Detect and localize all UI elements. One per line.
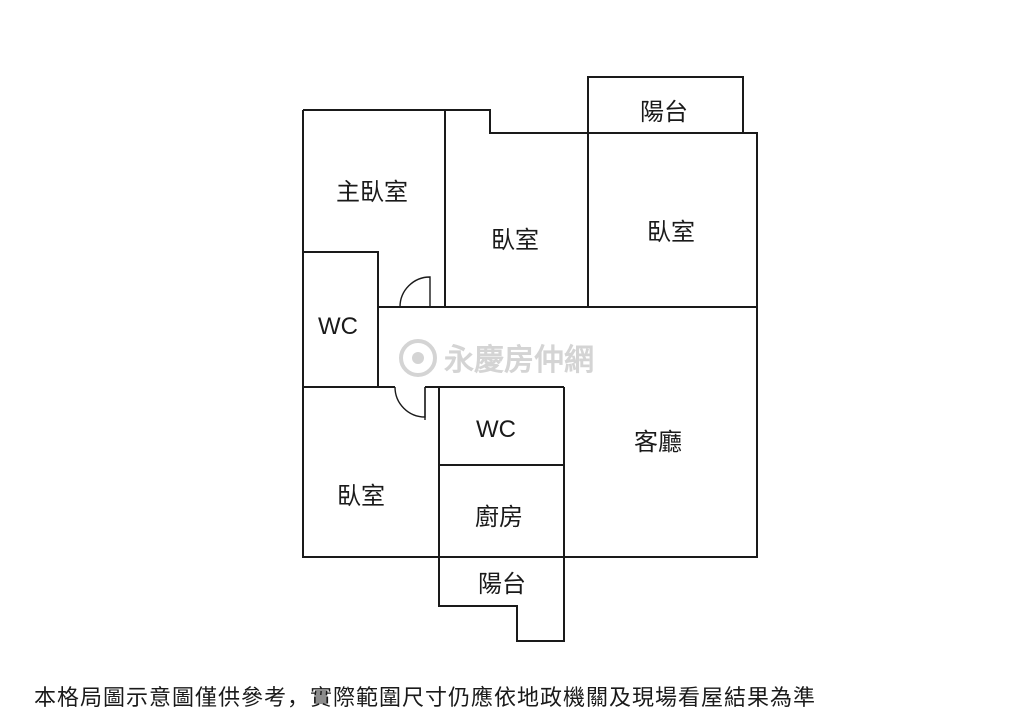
door-master — [399, 276, 431, 308]
label-balcony-top: 陽台 — [640, 98, 688, 126]
watermark-logo-dot — [412, 352, 424, 364]
label-wc-upper: WC — [318, 313, 358, 340]
label-bedroom-center: 臥室 — [491, 226, 539, 254]
watermark-logo-icon — [399, 339, 437, 377]
label-kitchen: 廚房 — [475, 503, 523, 531]
label-balcony-bottom: 陽台 — [478, 570, 526, 598]
label-master-bedroom: 主臥室 — [336, 178, 408, 206]
label-wc-lower: WC — [476, 416, 516, 443]
disclaimer-text: 本格局圖示意圖僅供參考，實際範圍尺寸仍應依地政機關及現場看屋結果為準 — [34, 686, 817, 711]
door-lower-bedroom — [394, 386, 426, 418]
label-bedroom-right: 臥室 — [647, 218, 695, 246]
label-bedroom-lower: 臥室 — [337, 482, 385, 510]
watermark-brand: 永慶房仲網 — [444, 343, 594, 378]
watermark: 永慶房仲網 — [399, 339, 594, 378]
label-living-room: 客廳 — [634, 428, 682, 456]
